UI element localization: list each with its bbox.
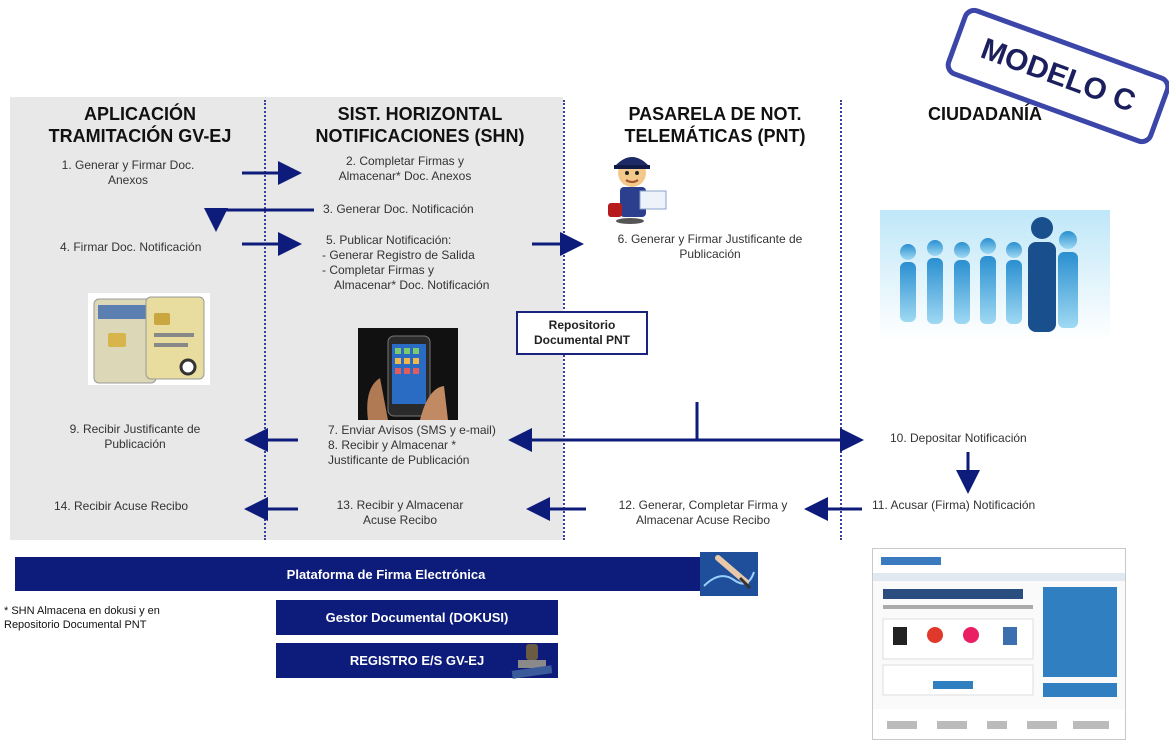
header-line: APLICACIÓN	[84, 104, 196, 124]
step-line: 13. Recibir y Almacenar	[336, 498, 464, 512]
website-screenshot	[872, 548, 1126, 740]
repo-line: Repositorio	[548, 318, 616, 332]
step-line: - Completar Firmas y	[322, 263, 435, 277]
step-line: 12. Generar, Completar Firma y	[618, 498, 788, 512]
step-11: 11. Acusar (Firma) Notificación	[872, 498, 1082, 513]
header-line: PASARELA DE NOT.	[628, 104, 802, 124]
bar-label: REGISTRO E/S GV-EJ	[349, 653, 485, 668]
repo-line: Documental PNT	[533, 333, 630, 347]
step-line: Justificante de Publicación	[328, 453, 470, 467]
step-line: 3. Generar Doc. Notificación	[323, 202, 474, 216]
step-line: Almacenar* Doc. Anexos	[338, 169, 472, 183]
step-line: 8. Recibir y Almacenar *	[328, 438, 457, 452]
step-line: 10. Depositar Notificación	[890, 431, 1027, 445]
signature-platform-bar: Plataforma de Firma Electrónica	[15, 557, 757, 591]
step-line: 2. Completar Firmas y	[345, 154, 465, 168]
footnote: * SHN Almacena en dokusi y en Repositori…	[4, 604, 204, 632]
step-5: 5. Publicar Notificación: - Generar Regi…	[322, 233, 542, 293]
bar-label: Plataforma de Firma Electrónica	[286, 566, 486, 582]
column-header-shn: SIST. HORIZONTAL NOTIFICACIONES (SHN)	[285, 103, 555, 147]
step-6: 6. Generar y Firmar Justificante de Publ…	[586, 232, 834, 262]
column-header-pnt: PASARELA DE NOT. TELEMÁTICAS (PNT)	[590, 103, 840, 147]
bar-label: Gestor Documental (DOKUSI)	[325, 610, 509, 625]
step-13: 13. Recibir y Almacenar Acuse Recibo	[300, 498, 500, 528]
header-line: CIUDADANÍA	[928, 104, 1042, 124]
step-line: 14. Recibir Acuse Recibo	[54, 499, 189, 513]
step-2: 2. Completar Firmas y Almacenar* Doc. An…	[300, 154, 510, 184]
step-14: 14. Recibir Acuse Recibo	[54, 499, 254, 514]
id-cards-icon	[88, 293, 210, 385]
step-10: 10. Depositar Notificación	[890, 431, 1090, 446]
step-1: 1. Generar y Firmar Doc. Anexos	[28, 158, 228, 188]
divider-1	[264, 100, 266, 540]
step-line: 6. Generar y Firmar Justificante de	[617, 232, 803, 246]
step-7-8: 7. Enviar Avisos (SMS y e-mail) 8. Recib…	[328, 423, 558, 468]
step-line: 1. Generar y Firmar Doc.	[61, 158, 195, 172]
step-4: 4. Firmar Doc. Notificación	[60, 240, 260, 255]
repository-box: Repositorio Documental PNT	[516, 311, 648, 355]
postman-icon	[608, 157, 667, 224]
step-12: 12. Generar, Completar Firma y Almacenar…	[588, 498, 818, 528]
step-line: 5. Publicar Notificación:	[326, 233, 452, 247]
step-line: Publicación	[104, 437, 166, 451]
step-line: 4. Firmar Doc. Notificación	[60, 240, 202, 254]
step-line: Acuse Recibo	[362, 513, 438, 527]
arrow-3-4	[204, 208, 314, 232]
step-line: 7. Enviar Avisos (SMS y e-mail)	[328, 423, 496, 437]
rubber-stamp-icon	[511, 644, 553, 679]
document-manager-bar: Gestor Documental (DOKUSI)	[276, 600, 558, 635]
registry-bar: REGISTRO E/S GV-EJ	[276, 643, 558, 678]
step-3: 3. Generar Doc. Notificación	[323, 202, 543, 217]
smartphone-icon	[358, 328, 458, 420]
step-line: Almacenar* Doc. Notificación	[334, 278, 490, 292]
column-header-app: APLICACIÓN TRAMITACIÓN GV-EJ	[20, 103, 260, 147]
column-header-citizens: CIUDADANÍA	[905, 103, 1065, 125]
step-line: Anexos	[107, 173, 149, 187]
step-line: Publicación	[679, 247, 741, 261]
citizens-icon	[880, 210, 1110, 340]
pen-signature-icon	[700, 552, 758, 596]
header-line: NOTIFICACIONES (SHN)	[315, 126, 525, 146]
step-line: - Generar Registro de Salida	[322, 248, 475, 262]
website-thumbnail-icon	[873, 549, 1125, 739]
header-line: SIST. HORIZONTAL	[337, 104, 503, 124]
footnote-line: Repositorio Documental PNT	[4, 619, 147, 631]
step-line: Almacenar Acuse Recibo	[635, 513, 771, 527]
header-line: TELEMÁTICAS (PNT)	[624, 126, 806, 146]
step-line: 9. Recibir Justificante de	[69, 422, 201, 436]
step-line: 11. Acusar (Firma) Notificación	[872, 498, 1036, 512]
step-9: 9. Recibir Justificante de Publicación	[40, 422, 230, 452]
footnote-line: * SHN Almacena en dokusi y en	[4, 605, 160, 617]
divider-3	[840, 100, 842, 540]
header-line: TRAMITACIÓN GV-EJ	[48, 126, 232, 146]
